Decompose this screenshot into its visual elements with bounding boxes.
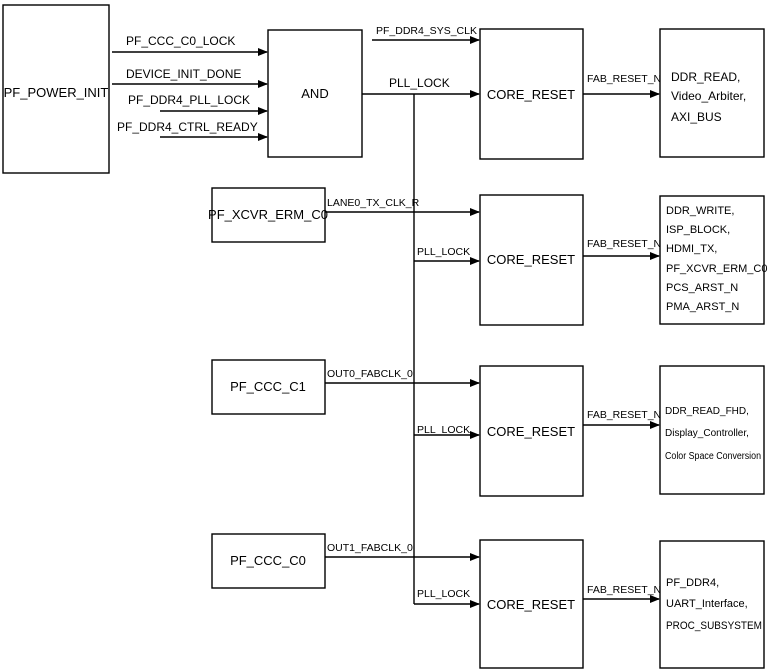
and-gate-label: AND	[301, 86, 328, 101]
core-reset-label: CORE_RESET	[487, 252, 575, 267]
fab-reset-wire: FAB_RESET_N	[583, 73, 661, 98]
and-input-label: DEVICE_INIT_DONE	[126, 67, 241, 81]
output-item: AXI_BUS	[671, 110, 722, 124]
and-input-1: PF_CCC_C0_LOCK	[112, 34, 268, 56]
fab-reset-label: FAB_RESET_N	[587, 238, 661, 250]
xcvr-label: PF_XCVR_ERM_C0	[208, 207, 328, 222]
fab-reset-label: FAB_RESET_N	[587, 584, 661, 596]
output-item: PCS_ARST_N	[666, 282, 738, 294]
ccc-c1-block: PF_CCC_C1	[211, 359, 326, 415]
power-init-label: PF_POWER_INIT	[4, 85, 109, 100]
out0-fabclk-label: OUT0_FABCLK_0	[327, 368, 413, 380]
output-item: Color Space Conversion	[665, 451, 761, 462]
output-item: ISP_BLOCK,	[666, 224, 730, 236]
core-reset-label: CORE_RESET	[487, 597, 575, 612]
output-item: DDR_READ,	[671, 70, 740, 84]
lane0-tx-clk-wire: LANE0_TX_CLK_R	[325, 197, 480, 216]
fab-reset-wire: FAB_RESET_N	[583, 238, 661, 260]
pll-lock-label: PLL_LOCK	[417, 588, 470, 600]
output-block-ddr-read-fhd: DDR_READ_FHD, Display_Controller, Color …	[659, 365, 765, 495]
core-reset-block: CORE_RESET	[479, 365, 584, 497]
output-item: PMA_ARST_N	[666, 301, 739, 313]
ccc-c0-label: PF_CCC_C0	[230, 553, 306, 568]
pll-lock-main-label: PLL_LOCK	[389, 76, 450, 90]
lane0-tx-clk-label: LANE0_TX_CLK_R	[327, 197, 420, 209]
and-input-label: PF_DDR4_PLL_LOCK	[128, 93, 250, 107]
and-input-label: PF_CCC_C0_LOCK	[126, 34, 235, 48]
core-reset-label: CORE_RESET	[487, 87, 575, 102]
ddr4-sys-clk-label: PF_DDR4_SYS_CLK	[376, 25, 477, 37]
ccc-c0-block: PF_CCC_C0	[211, 533, 326, 589]
output-item: HDMI_TX,	[666, 243, 717, 255]
pll-lock-label: PLL_LOCK	[417, 246, 470, 258]
core-reset-block: CORE_RESET	[479, 28, 584, 160]
output-item: PF_XCVR_ERM_C0	[666, 263, 767, 275]
output-block-ddr-write: DDR_WRITE, ISP_BLOCK, HDMI_TX, PF_XCVR_E…	[659, 195, 767, 325]
and-input-label: PF_DDR4_CTRL_READY	[117, 120, 258, 134]
output-item: DDR_WRITE,	[666, 205, 734, 217]
output-block-ddr-read: DDR_READ, Video_Arbiter, AXI_BUS	[659, 28, 765, 158]
core-reset-block: CORE_RESET	[479, 194, 584, 326]
output-item: Display_Controller,	[665, 428, 749, 439]
fab-reset-wire: FAB_RESET_N	[583, 584, 661, 603]
xcvr-block: PF_XCVR_ERM_C0	[208, 187, 328, 243]
output-block-pf-ddr4: PF_DDR4, UART_Interface, PROC_SUBSYSTEM	[659, 540, 765, 669]
output-item: DDR_READ_FHD,	[665, 406, 749, 417]
output-item: Video_Arbiter,	[671, 89, 746, 103]
output-item: PF_DDR4,	[666, 577, 719, 589]
pll-lock-bus: PLL_LOCK PLL_LOCK PLL_LOCK PLL_LOCK	[362, 76, 480, 608]
core-reset-label: CORE_RESET	[487, 424, 575, 439]
fab-reset-wire: FAB_RESET_N	[583, 409, 661, 429]
out0-fabclk-wire: OUT0_FABCLK_0	[325, 368, 480, 387]
and-input-3: PF_DDR4_PLL_LOCK	[128, 93, 268, 115]
ccc-c1-label: PF_CCC_C1	[230, 379, 306, 394]
and-gate-block: AND	[267, 29, 363, 158]
and-input-4: PF_DDR4_CTRL_READY	[117, 120, 268, 141]
core-reset-block: CORE_RESET	[479, 539, 584, 669]
pll-lock-label: PLL_LOCK	[417, 424, 470, 436]
fab-reset-label: FAB_RESET_N	[587, 73, 661, 85]
output-item: PROC_SUBSYSTEM	[666, 620, 762, 632]
power-init-block: PF_POWER_INIT	[2, 4, 110, 174]
out1-fabclk-wire: OUT1_FABCLK_0	[325, 542, 480, 561]
ddr4-sys-clk-wire: PF_DDR4_SYS_CLK	[372, 25, 480, 44]
output-item: UART_Interface,	[666, 598, 748, 610]
and-input-2: DEVICE_INIT_DONE	[112, 67, 268, 88]
fab-reset-label: FAB_RESET_N	[587, 409, 661, 421]
out1-fabclk-label: OUT1_FABCLK_0	[327, 542, 413, 554]
